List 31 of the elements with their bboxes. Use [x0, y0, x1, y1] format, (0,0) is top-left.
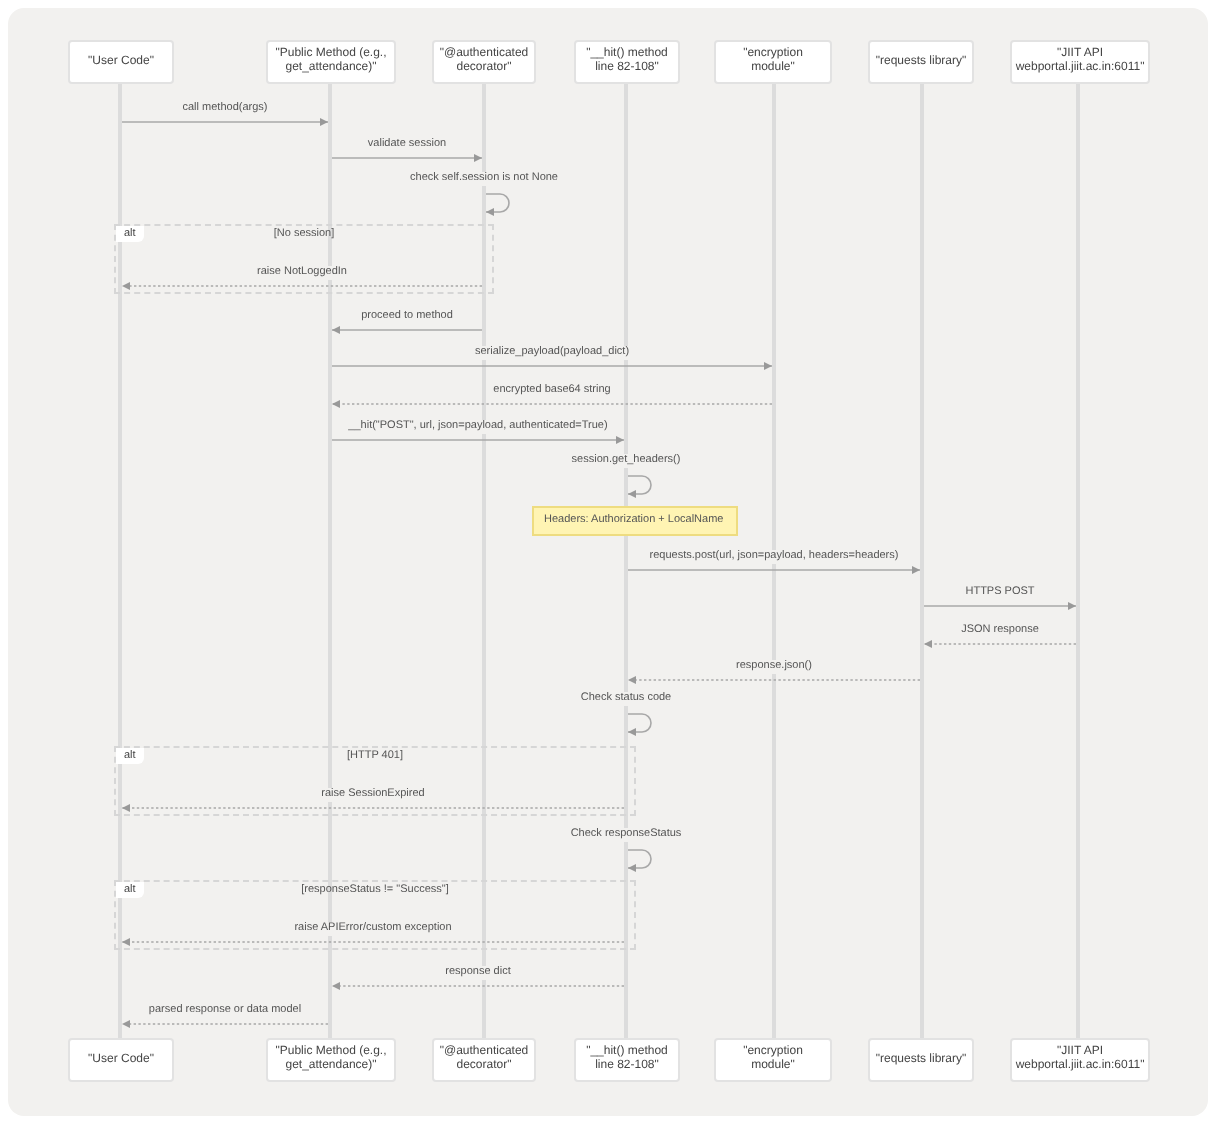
self-message-arrow: [627, 475, 652, 498]
message-arrow: [331, 436, 625, 444]
participant-box: [868, 40, 974, 84]
dashed-return-arrow: [923, 640, 1077, 648]
participant-box: [266, 1038, 396, 1082]
participant-box: [574, 40, 680, 84]
dashed-return-arrow: [331, 982, 625, 990]
dashed-return-arrow: [627, 676, 921, 684]
note-box: [532, 506, 738, 536]
participant-box: [714, 40, 832, 84]
self-message-arrow: [627, 849, 652, 872]
participant-box: [266, 40, 396, 84]
message-arrow: [331, 154, 483, 162]
participant-box: [68, 40, 174, 84]
participant-box: [432, 1038, 536, 1082]
message-arrow: [331, 362, 773, 370]
participant-box: [432, 40, 536, 84]
participant-box: [714, 1038, 832, 1082]
self-message-arrow: [627, 713, 652, 736]
participant-box: [1010, 40, 1150, 84]
message-arrow: [121, 118, 329, 126]
dashed-return-arrow: [331, 400, 773, 408]
message-arrow: [923, 602, 1077, 610]
participant-box: [574, 1038, 680, 1082]
participant-box: [1010, 1038, 1150, 1082]
self-message-arrow: [485, 193, 510, 216]
participant-box: [68, 1038, 174, 1082]
message-arrow: [627, 566, 921, 574]
participant-box: [868, 1038, 974, 1082]
dashed-return-arrow: [121, 1020, 329, 1028]
message-arrow: [331, 326, 483, 334]
